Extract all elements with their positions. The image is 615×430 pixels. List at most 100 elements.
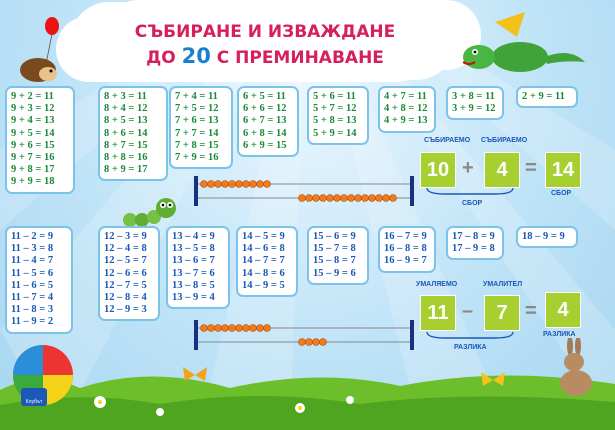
caterpillar-icon	[123, 198, 176, 227]
equation: 7 + 4 = 11	[175, 91, 218, 102]
equation: 13 – 8 = 5	[172, 279, 215, 291]
minus-sign: –	[462, 300, 474, 322]
equation: 15 – 7 = 8	[313, 243, 356, 255]
equation: 16 – 8 = 8	[384, 243, 427, 255]
abacus-bead	[263, 324, 271, 332]
equation: 6 + 9 = 15	[243, 139, 287, 151]
equation: 11 – 6 = 5	[11, 279, 54, 291]
abacus-bead	[305, 194, 313, 202]
abacus-bead	[228, 180, 236, 188]
equation: 8 + 6 = 14	[104, 127, 148, 139]
abacus-bead	[305, 338, 313, 346]
abacus-bead	[319, 338, 327, 346]
equation: 8 + 5 = 13	[104, 115, 148, 127]
equation: 8 + 3 = 11	[104, 91, 147, 102]
abacus-bead	[200, 324, 208, 332]
addend1-box: 10	[420, 152, 456, 188]
equation: 13 – 7 = 6	[172, 267, 215, 279]
equation: 6 + 7 = 13	[243, 115, 287, 127]
difference-label: РАЗЛИКА	[543, 331, 576, 338]
equation: 6 + 6 = 12	[243, 103, 287, 115]
equals-sign: =	[525, 157, 537, 179]
butterfly-icon-2	[481, 372, 505, 386]
equation: 13 – 5 = 8	[172, 243, 215, 255]
abacus-bead	[242, 180, 250, 188]
equation: 5 + 8 = 13	[313, 115, 357, 127]
abacus-bead	[207, 180, 215, 188]
equation: 15 – 6 = 9	[313, 231, 356, 242]
equation: 5 + 7 = 12	[313, 103, 357, 115]
subtraction-card: 18 – 9 = 9	[516, 226, 578, 249]
equation: 9 + 5 = 14	[11, 127, 55, 139]
abacus-bead	[312, 194, 320, 202]
equation: 15 – 9 = 6	[313, 267, 356, 279]
abacus-bead	[354, 194, 362, 202]
equation: 17 – 9 = 8	[452, 243, 495, 255]
abacus-bead	[214, 180, 222, 188]
abacus-bead	[368, 194, 376, 202]
equation: 15 – 8 = 7	[313, 255, 356, 267]
addend2-label: СЪБИРАЕМО	[481, 137, 528, 144]
equation: 11 – 8 = 3	[11, 304, 54, 316]
equation: 8 + 9 = 17	[104, 164, 148, 176]
equation: 5 + 6 = 11	[313, 91, 356, 102]
abacus-bead	[214, 324, 222, 332]
abacus-bead	[249, 180, 257, 188]
grass-meadow	[0, 375, 615, 430]
equation: 9 + 7 = 16	[11, 152, 55, 164]
equation: 12 – 9 = 3	[104, 304, 147, 316]
equation: 7 + 6 = 13	[175, 115, 219, 127]
equation: 12 – 7 = 5	[104, 279, 147, 291]
abacus-bead	[235, 180, 243, 188]
equation: 3 + 9 = 12	[452, 103, 496, 115]
equation: 11 – 7 = 4	[11, 292, 54, 304]
subtrahend-box: 7	[484, 295, 520, 331]
abacus-bead	[235, 324, 243, 332]
abacus-bead	[221, 180, 229, 188]
equation: 11 – 4 = 7	[11, 255, 54, 267]
difference-bracket	[426, 331, 514, 339]
abacus-bead	[333, 194, 341, 202]
equation: 4 + 7 = 11	[384, 91, 427, 102]
equation: 11 – 9 = 2	[11, 316, 54, 328]
abacus-bead	[298, 194, 306, 202]
equation: 11 – 2 = 9	[11, 231, 54, 242]
addition-abacus	[194, 176, 414, 206]
abacus-bead	[319, 194, 327, 202]
equation: 14 – 5 = 9	[242, 231, 285, 242]
equation: 14 – 7 = 7	[242, 255, 285, 267]
equation: 14 – 9 = 5	[242, 279, 285, 291]
equation: 12 – 4 = 8	[104, 243, 147, 255]
subtrahend-label: УМАЛИТЕЛ	[483, 281, 523, 288]
equation: 6 + 5 = 11	[243, 91, 286, 102]
equation: 9 + 3 = 12	[11, 103, 55, 115]
abacus-bead	[207, 324, 215, 332]
abacus-bead	[263, 180, 271, 188]
equation: 7 + 9 = 16	[175, 152, 219, 164]
equation: 12 – 3 = 9	[104, 231, 147, 242]
abacus-bead	[375, 194, 383, 202]
sum-bracket	[426, 187, 514, 195]
sum-group-label: СБОР	[462, 200, 483, 207]
title-line-1: СЪБИРАНЕ И ИЗВАЖДАНЕ	[134, 22, 396, 42]
difference-box: 4	[545, 292, 581, 328]
abacus-bead	[340, 194, 348, 202]
equation: 14 – 6 = 8	[242, 243, 285, 255]
butterfly-icon	[183, 367, 207, 381]
subtraction-abacus	[194, 320, 414, 350]
equation: 16 – 9 = 7	[384, 255, 427, 267]
equation: 7 + 8 = 15	[175, 139, 219, 151]
equation: 2 + 9 = 11	[522, 91, 565, 102]
addend2-box: 4	[484, 152, 520, 188]
equation: 5 + 9 = 14	[313, 127, 357, 139]
